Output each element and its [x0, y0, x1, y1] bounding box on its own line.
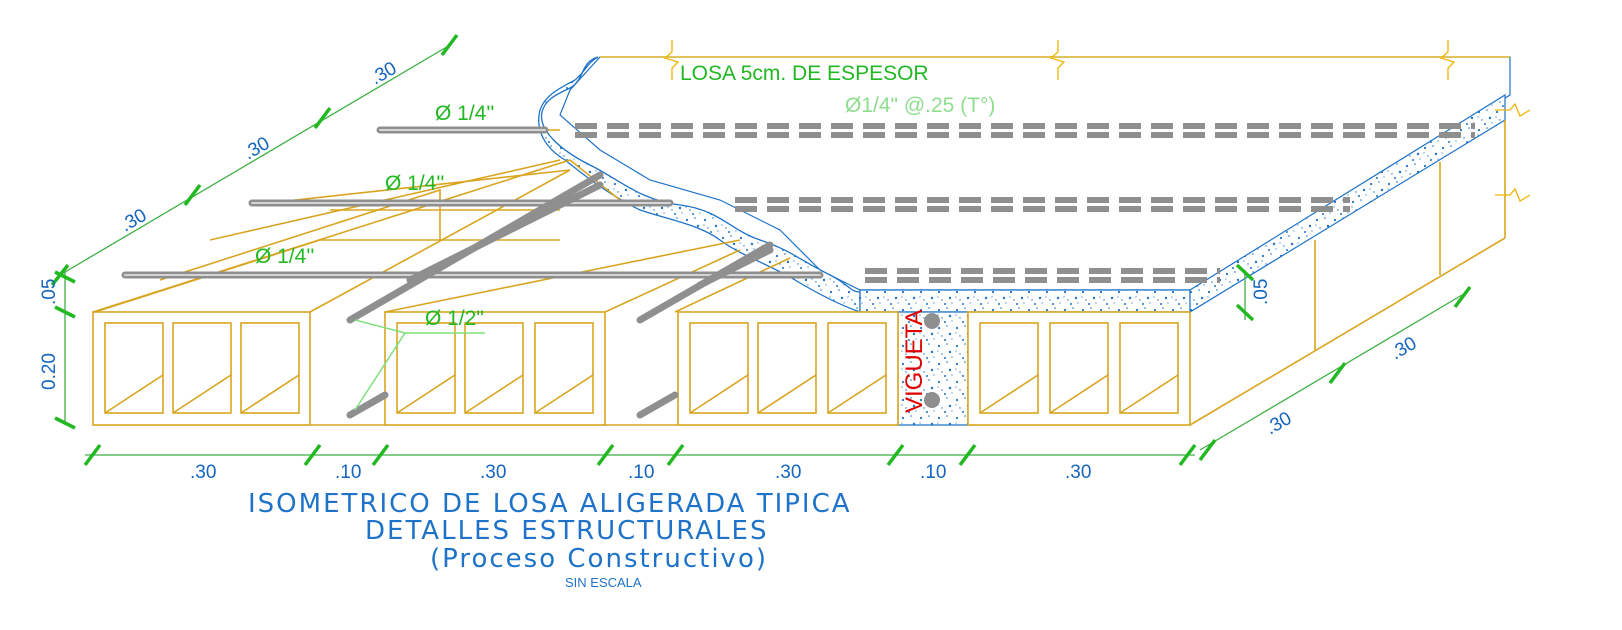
dim-bottom-5: .30	[775, 462, 801, 483]
dim-bottom-2: .10	[335, 462, 361, 483]
vigueta-bar-bottom	[924, 392, 940, 408]
dim-right-2: .30	[1387, 333, 1420, 364]
slab-underside-lines	[1189, 120, 1506, 426]
dim-top-2: .30	[240, 133, 273, 164]
bar-label-3: Ø 1/4''	[255, 245, 314, 268]
break-lines	[600, 40, 1531, 202]
dim-top-1: .30	[117, 205, 150, 236]
vigueta-label: VIGUETA	[901, 309, 928, 413]
dim-top-3: .30	[367, 58, 400, 89]
dim-right-05: .05	[1251, 279, 1272, 305]
losa-label: LOSA 5cm. DE ESPESOR	[680, 62, 929, 85]
main-bar-label: Ø 1/2"	[425, 307, 484, 330]
brick-block-1	[92, 311, 311, 426]
dim-bottom-6: .10	[920, 462, 946, 483]
title-line-1: ISOMETRICO DE LOSA ALIGERADA TIPICA	[248, 489, 852, 519]
vigueta-bar-top	[924, 313, 940, 329]
dim-bottom-3: .30	[480, 462, 506, 483]
dimension-lines	[50, 33, 1472, 467]
title-line-2: DETALLES ESTRUCTURALES	[365, 516, 768, 546]
slab-front-band	[859, 289, 1191, 313]
dim-right-1: .30	[1262, 408, 1295, 439]
brick-block-3	[677, 311, 899, 426]
bar-label-2: Ø 1/4''	[385, 172, 444, 195]
temp-steel-label: Ø1/4" @.25 (T°)	[845, 94, 995, 117]
concrete-slab	[538, 56, 1511, 426]
bar-leader-line	[354, 319, 485, 411]
slab-top-outline	[559, 56, 1511, 291]
dim-bottom-7: .30	[1065, 462, 1091, 483]
dim-bottom-1: .30	[190, 462, 216, 483]
brick-row	[92, 311, 1191, 426]
scale-note: SIN ESCALA	[565, 575, 642, 590]
rebars	[121, 123, 1475, 419]
title-line-3: (Proceso Constructivo)	[430, 544, 768, 574]
brick-block-2	[384, 311, 606, 426]
dim-left-020: 0.20	[39, 353, 60, 390]
bar-label-1: Ø 1/4''	[435, 102, 494, 125]
dim-left-05: .05	[39, 279, 60, 305]
brick-block-4	[967, 311, 1191, 426]
brick-tops	[92, 129, 791, 313]
dim-bottom-4: .10	[628, 462, 654, 483]
